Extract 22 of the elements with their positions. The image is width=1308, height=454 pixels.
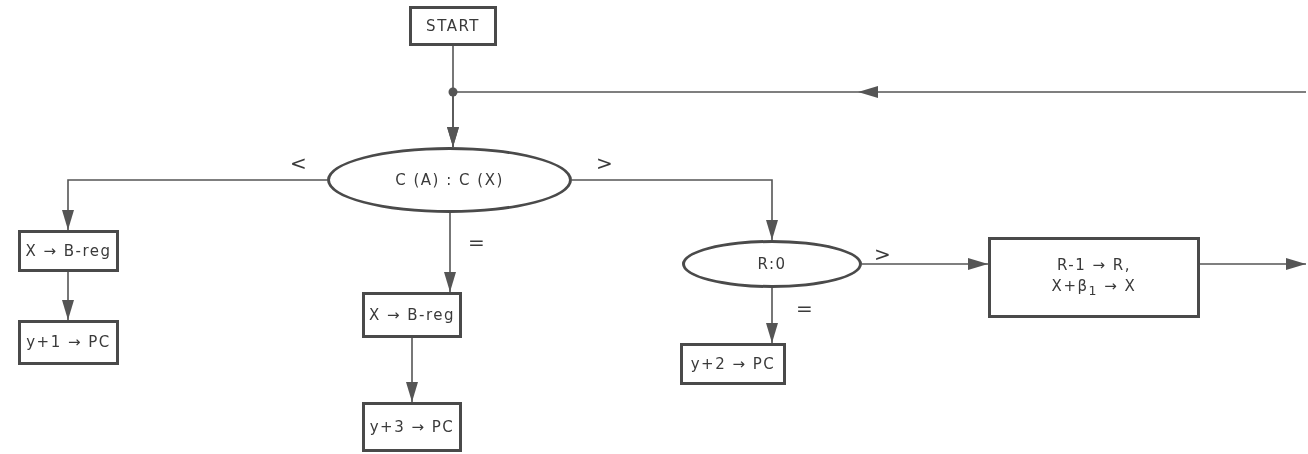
process-box: [362, 402, 462, 452]
process-box: [18, 320, 119, 365]
node-text: y+2 → PC: [690, 353, 776, 375]
node-text: X → B-reg: [368, 304, 456, 326]
node-text: y+1 → PC: [26, 332, 111, 353]
process-box: [988, 237, 1200, 318]
node-text: y+3 → PC: [369, 416, 455, 438]
edge-label: =: [468, 232, 485, 252]
process-box: [362, 292, 462, 338]
edge-label: >: [596, 153, 613, 173]
edge-label: <: [290, 153, 307, 173]
node-text: R:0: [757, 253, 787, 275]
edge-label: >: [874, 244, 891, 264]
process-box: [18, 230, 119, 272]
node-text: START: [426, 15, 480, 37]
node-text: X+β$_{1}$ → X: [1051, 275, 1137, 300]
process-box: [409, 6, 497, 46]
process-box: [680, 343, 786, 385]
node-text: R-1 → R,: [1056, 255, 1132, 276]
edge-label: =: [796, 298, 813, 318]
node-text: X → B-reg: [25, 240, 112, 262]
node-text: C (A) : C (X): [395, 169, 504, 191]
